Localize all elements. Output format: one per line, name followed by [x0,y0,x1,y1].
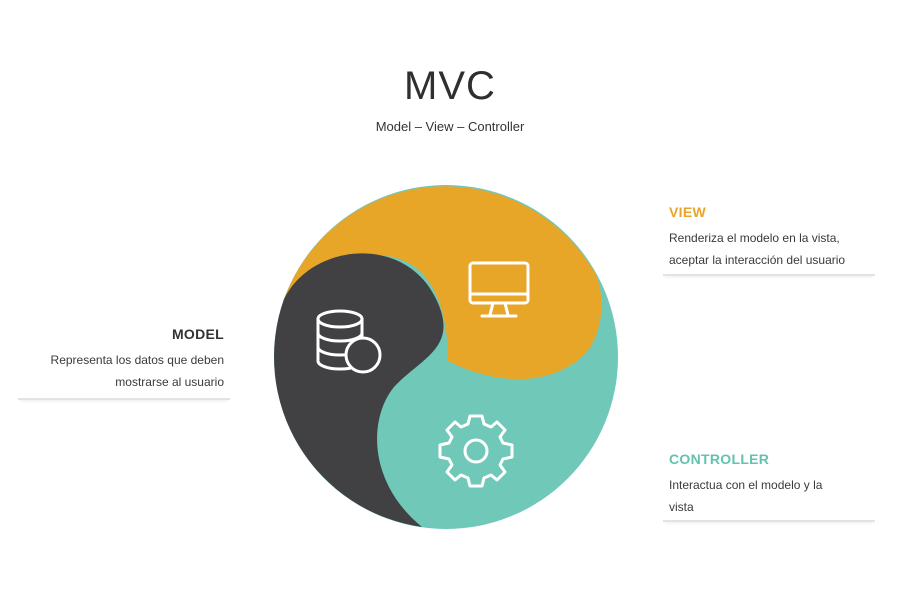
model-description-line-2: mostrarse al usuario [115,375,224,389]
view-description: Renderiza el modelo en la vista, aceptar… [669,227,875,271]
model-description-line-1: Representa los datos que deben [50,353,224,367]
controller-title: CONTROLLER [669,451,770,467]
view-card: VIEW Renderiza el modelo en la vista, ac… [663,203,875,276]
diagram-title: MVC [404,64,496,108]
model-segment [274,253,444,527]
mvc-cycle-diagram [274,185,618,529]
view-segment [284,186,602,380]
gear-icon [438,414,514,488]
database-icon [316,309,382,374]
monitor-icon [468,261,530,318]
view-description-line-2: aceptar la interacción del usuario [669,253,846,267]
controller-description: Interactua con el modelo y la vista [669,474,875,518]
controller-description-line-1: Interactua con el modelo y la [669,478,823,492]
view-title: VIEW [669,204,706,220]
model-title: MODEL [171,326,224,342]
model-card: MODEL Representa los datos que deben mos… [18,325,230,400]
diagram-subtitle: Model – View – Controller [375,119,525,134]
controller-description-line-2: vista [669,500,694,514]
view-description-line-1: Renderiza el modelo en la vista, [669,231,840,245]
controller-card: CONTROLLER Interactua con el modelo y la… [663,450,875,522]
model-description: Representa los datos que deben mostrarse… [18,349,224,393]
